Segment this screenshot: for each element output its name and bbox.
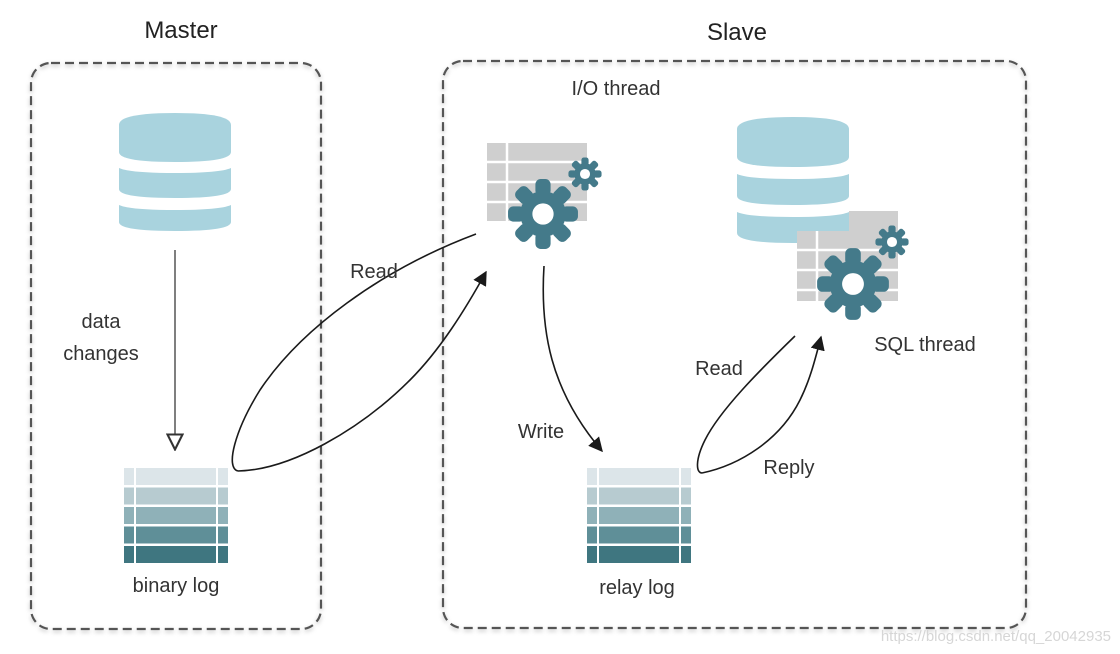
log-row [124, 546, 228, 563]
log-row [124, 487, 228, 505]
read-binlog-return-arrow [237, 270, 487, 472]
binary-log-icon [124, 468, 228, 563]
log-row [124, 507, 228, 524]
io-thread-large-gear-icon [508, 179, 578, 249]
sql-thread-label: SQL thread [874, 334, 976, 356]
read-relay-label: Read [695, 358, 743, 380]
slave-database-icon [737, 117, 849, 243]
sql-thread-icon [797, 211, 909, 320]
watermark: https://blog.csdn.net/qq_20042935 [881, 628, 1111, 645]
io-thread-icon [487, 143, 602, 249]
log-row [587, 487, 691, 505]
log-row [587, 468, 691, 485]
log-row [587, 507, 691, 524]
slave-title: Slave [707, 19, 767, 46]
write-relay-arrow [542, 265, 603, 453]
master-database-icon [119, 113, 231, 231]
log-row [124, 526, 228, 544]
binary-log-label: binary log [133, 575, 220, 597]
write-label: Write [518, 421, 564, 443]
reply-label: Reply [763, 457, 814, 479]
relay-log-icon [587, 468, 691, 563]
io-thread-small-gear-icon [568, 157, 602, 191]
data-changes-label-line1: data [82, 311, 122, 333]
io-thread-label: I/O thread [572, 78, 661, 100]
data-changes-label-line2: changes [63, 343, 139, 365]
relay-log-label: relay log [599, 577, 675, 599]
read-relay-request-line [696, 335, 796, 474]
master-title: Master [144, 17, 217, 44]
sql-thread-large-gear-icon [817, 248, 889, 320]
sql-thread-small-gear-icon [875, 225, 909, 259]
log-row [124, 468, 228, 485]
read-binlog-request-line [231, 233, 477, 472]
slave-container [441, 59, 1028, 630]
read-master-label: Read [350, 261, 398, 283]
log-row [587, 546, 691, 563]
log-row [587, 526, 691, 544]
reply-return-arrow [701, 335, 825, 474]
